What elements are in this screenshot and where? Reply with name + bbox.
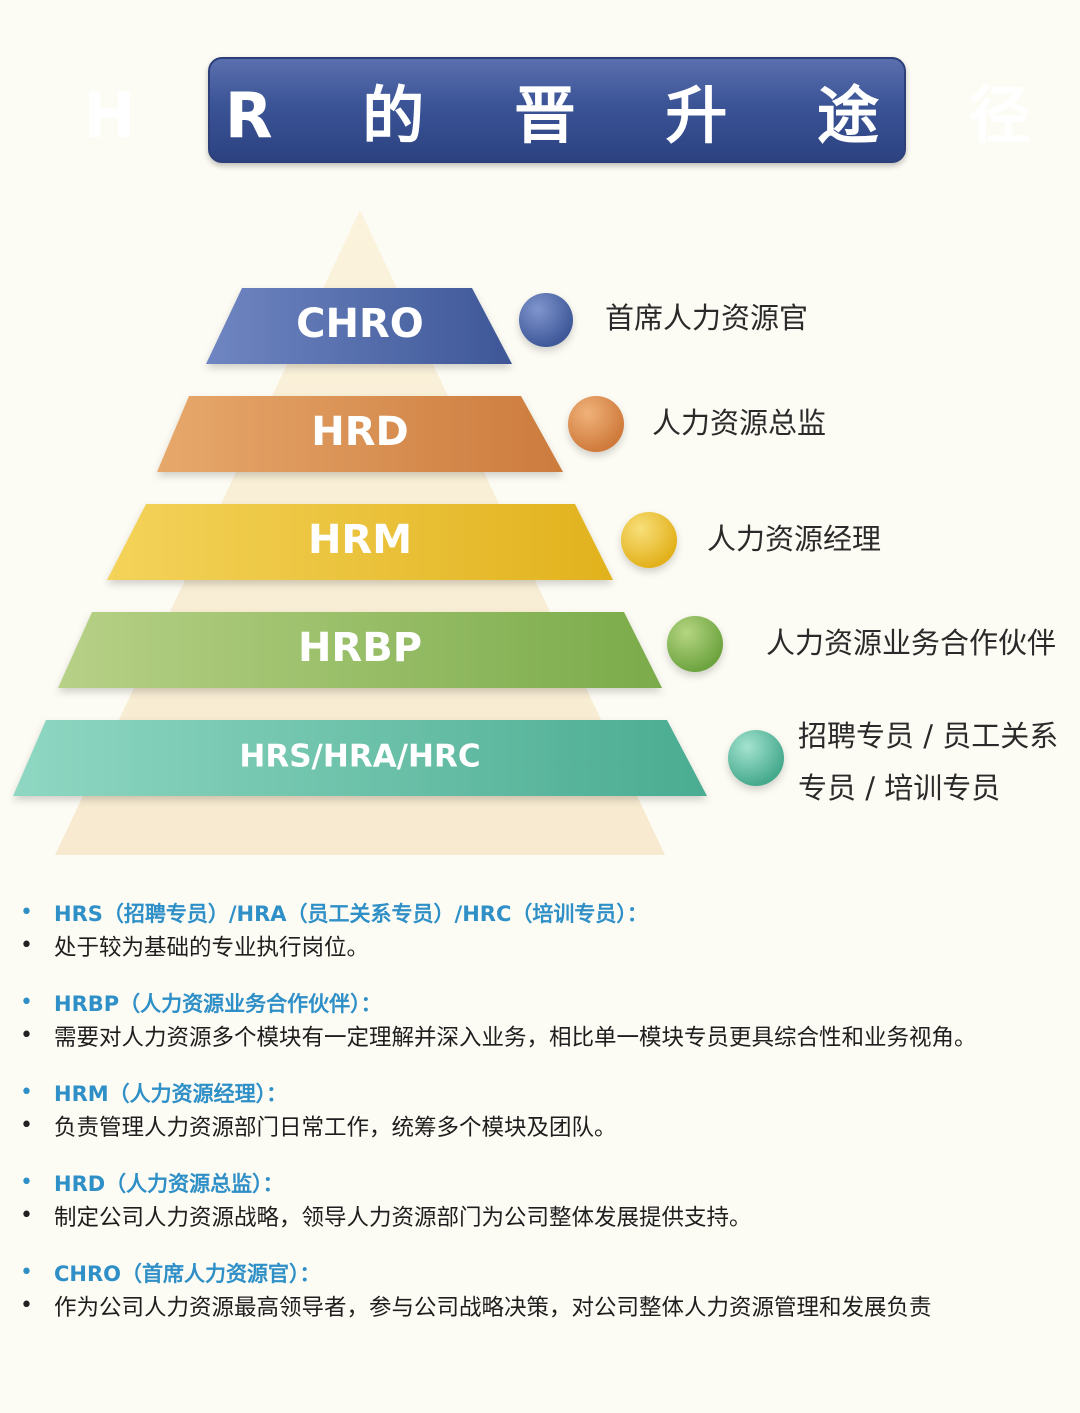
page-title: H R 的 晋 升 途 径 [83, 79, 1065, 152]
level-dot-hrm [621, 512, 677, 568]
pyramid-level-hrbp: HRBP [58, 612, 662, 688]
level-label-hrbp: HRBP [298, 625, 422, 671]
title-banner: H R 的 晋 升 途 径 [83, 57, 1031, 163]
note-title: HRS（招聘专员）/HRA（员工关系专员）/HRC（培训专员）： [54, 901, 648, 926]
note-hrm: • HRM（人力资源经理）： • 负责管理人力资源部门日常工作，统筹多个模块及团队。 [20, 1076, 1070, 1142]
note-hrd: • HRD（人力资源总监）： • 制定公司人力资源战略，领导人力资源部门为公司整体发… [20, 1166, 1070, 1232]
level-desc-hrd: 人力资源总监 [652, 406, 827, 440]
pyramid-level-hrd: HRD [157, 396, 563, 472]
note-body: 负责管理人力资源部门日常工作，统筹多个模块及团队。 [54, 1114, 617, 1141]
pyramid-level-chro: CHRO [206, 288, 512, 364]
bullet: • [20, 1170, 33, 1195]
career-pyramid: CHRO HRD HRM HRBP HRS/HRA/HRC [13, 210, 784, 855]
note-body: 需要对人力资源多个模块有一定理解并深入业务，相比单一模块专员更具综合性和业务视角… [54, 1024, 977, 1051]
level-dot-hrbp [667, 616, 723, 672]
level-desc-line: 招聘专员 / 员工关系 [798, 719, 1059, 753]
level-desc-hrs-hra-hrc: 招聘专员 / 员工关系 专员 / 培训专员 [798, 710, 1058, 814]
bullet: • [20, 1080, 33, 1105]
bullet: • [20, 1023, 33, 1048]
level-label-hrd: HRD [311, 409, 408, 455]
note-chro: • CHRO（首席人力资源官）： • 作为公司人力资源最高领导者，参与公司战略决策，… [20, 1256, 1070, 1322]
note-hrbp: • HRBP（人力资源业务合作伙伴）： • 需要对人力资源多个模块有一定理解并深入业… [20, 986, 1070, 1052]
bullet: • [20, 1203, 33, 1228]
note-title: HRBP（人力资源业务合作伙伴）： [54, 991, 382, 1016]
bullet: • [20, 1113, 33, 1138]
note-body: 制定公司人力资源战略，领导人力资源部门为公司整体发展提供支持。 [54, 1204, 752, 1231]
pyramid-level-hrs-hra-hrc: HRS/HRA/HRC [13, 720, 707, 796]
level-label-chro: CHRO [296, 301, 424, 347]
level-dot-hrs-hra-hrc [728, 730, 784, 786]
note-body: 作为公司人力资源最高领导者，参与公司战略决策，对公司整体人力资源管理和发展负责 [54, 1294, 932, 1321]
level-desc-hrm: 人力资源经理 [707, 522, 882, 556]
level-dot-chro [519, 293, 573, 347]
bullet: • [20, 1260, 33, 1285]
bullet: • [20, 1293, 33, 1318]
note-title: HRM（人力资源经理）： [54, 1081, 288, 1106]
note-title: CHRO（首席人力资源官）： [54, 1261, 321, 1286]
role-notes: • HRS（招聘专员）/HRA（员工关系专员）/HRC（培训专员）： • 处于较为基… [20, 896, 1070, 1346]
level-label-hrm: HRM [308, 517, 412, 563]
level-desc-hrbp: 人力资源业务合作伙伴 [766, 626, 1057, 660]
level-desc-line: 专员 / 培训专员 [798, 771, 1001, 805]
bullet: • [20, 900, 33, 925]
bullet: • [20, 933, 33, 958]
level-dot-hrd [568, 396, 624, 452]
level-label-hrs-hra-hrc: HRS/HRA/HRC [239, 739, 480, 775]
note-title: HRD（人力资源总监）： [54, 1171, 284, 1196]
pyramid-level-hrm: HRM [107, 504, 613, 580]
note-body: 处于较为基础的专业执行岗位。 [54, 934, 370, 961]
level-desc-chro: 首席人力资源官 [605, 301, 809, 335]
bullet: • [20, 990, 33, 1015]
note-hrs-hra-hrc: • HRS（招聘专员）/HRA（员工关系专员）/HRC（培训专员）： • 处于较为基… [20, 896, 1070, 962]
